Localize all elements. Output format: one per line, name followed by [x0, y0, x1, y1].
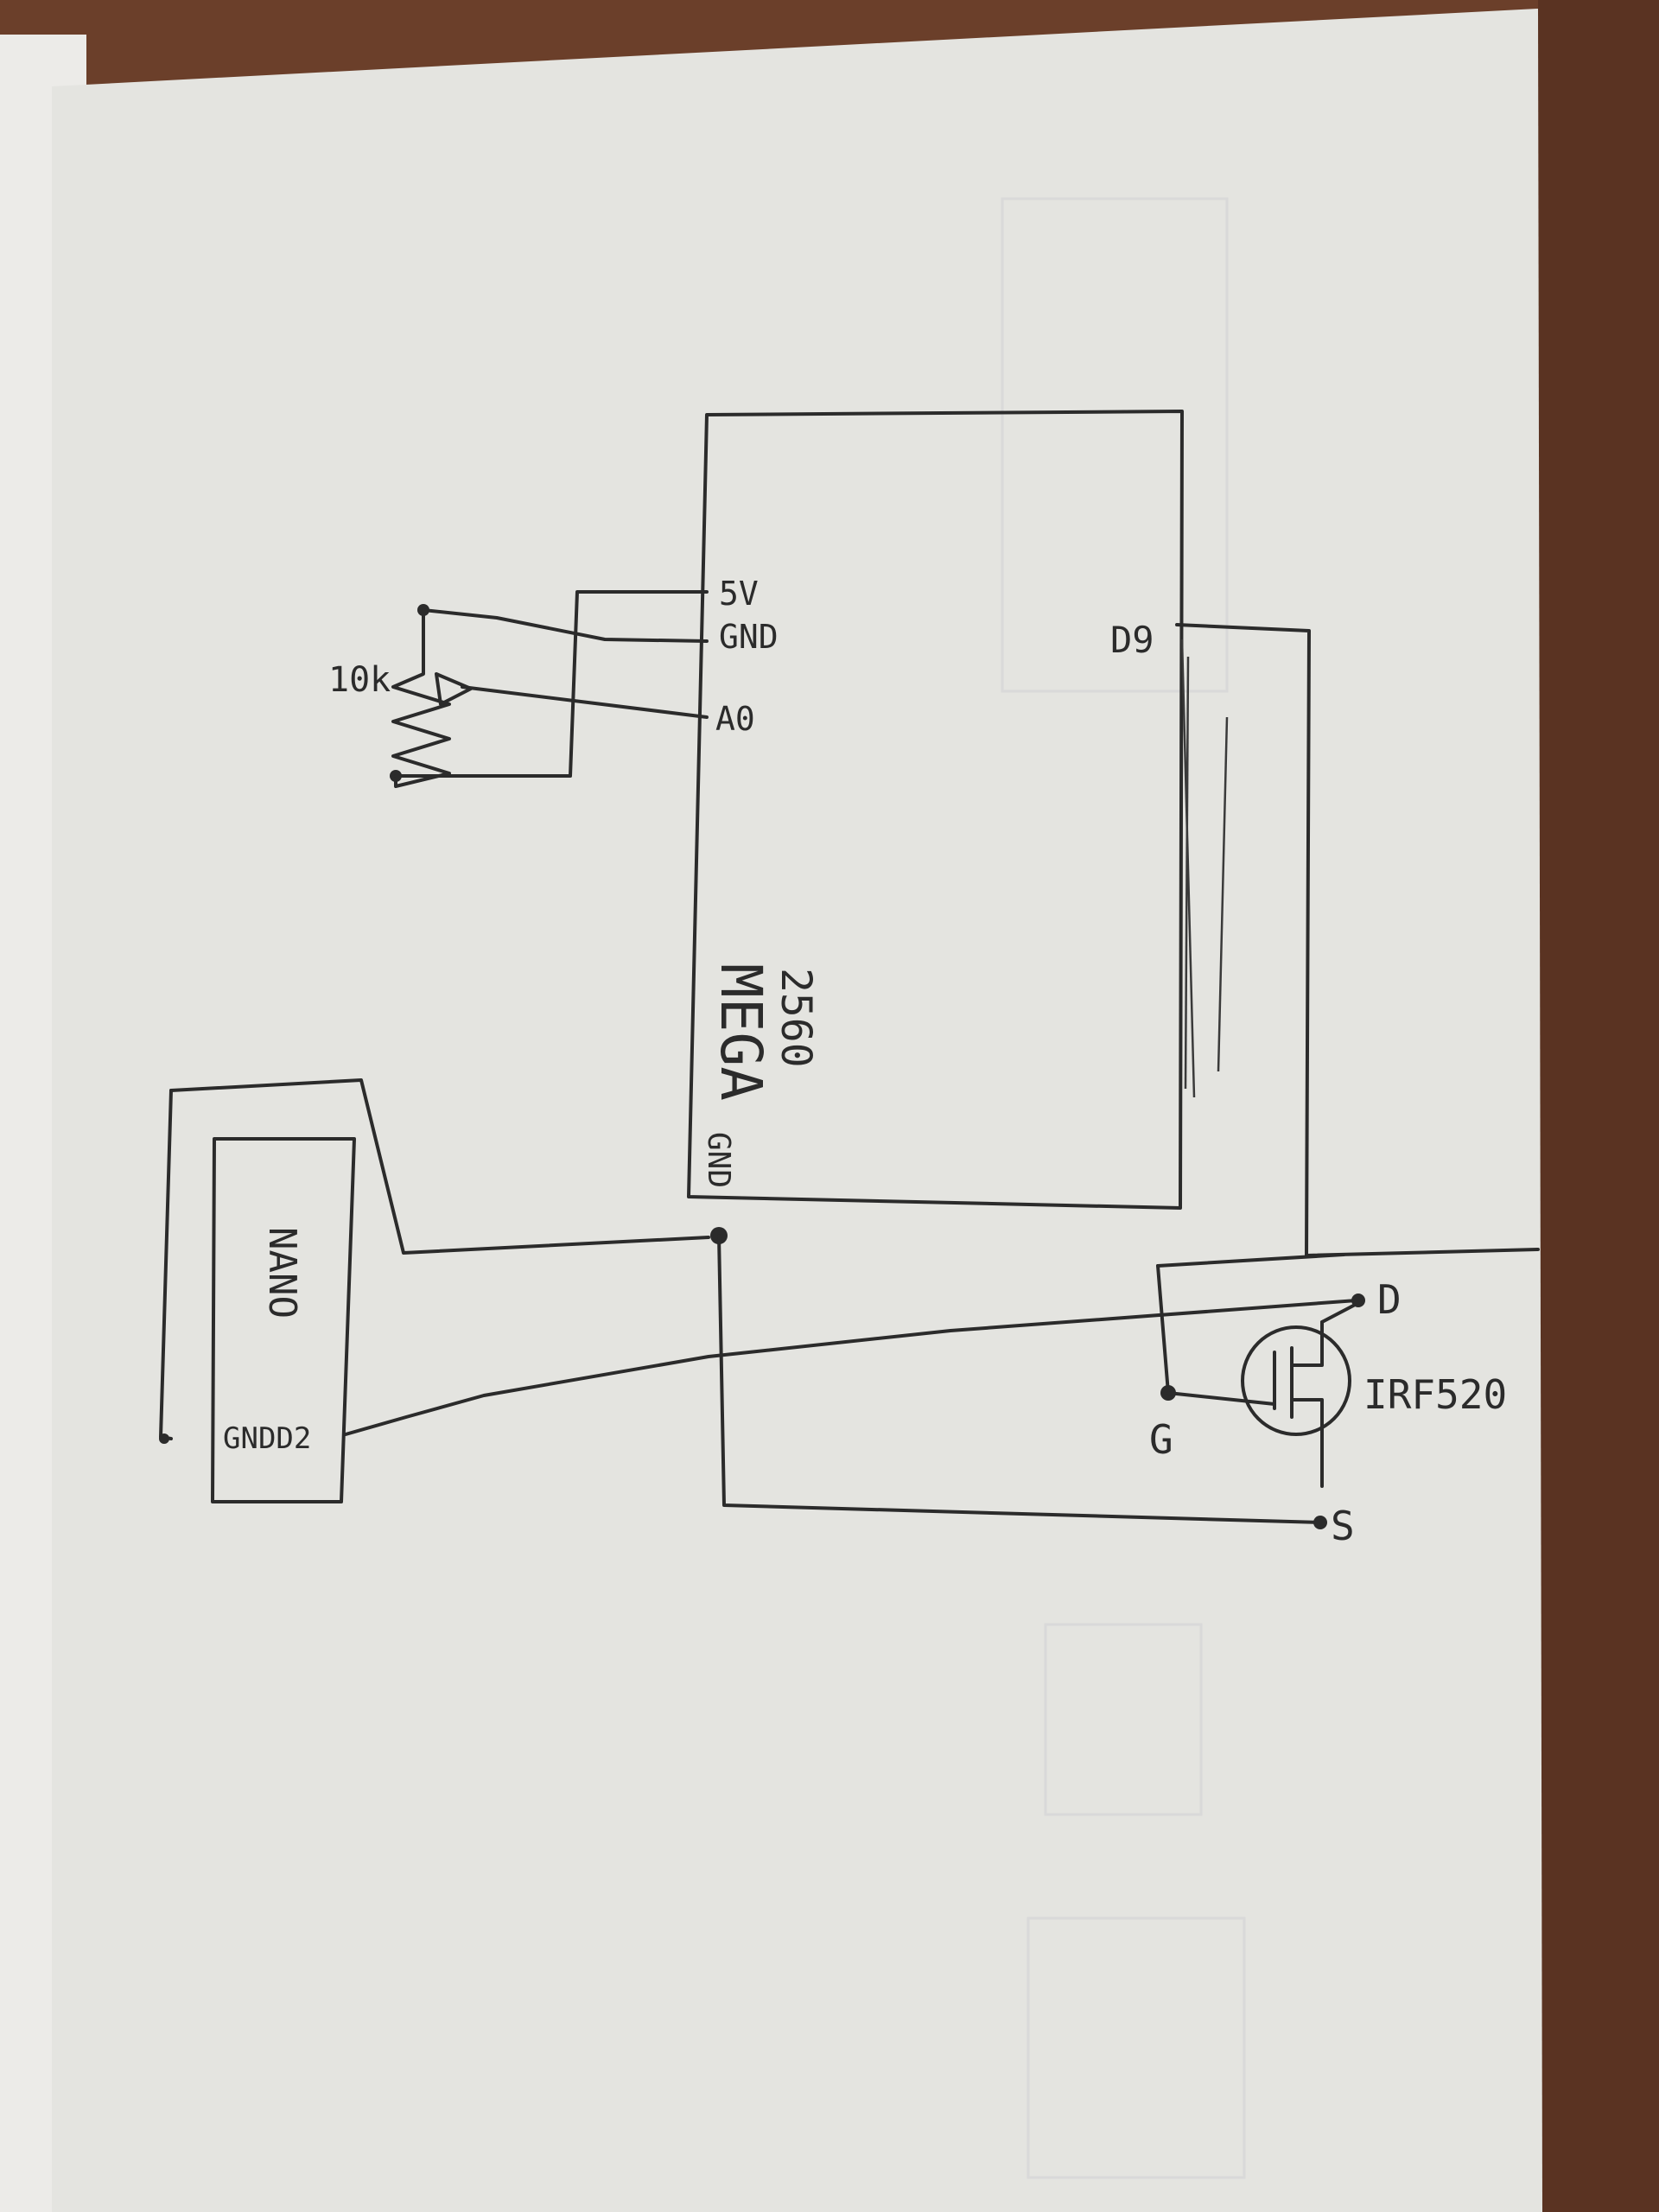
- mosfet-source-label: S: [1331, 1503, 1355, 1549]
- mosfet-body-outline: [1241, 1325, 1351, 1436]
- mega-model-label: 2560: [772, 968, 820, 1068]
- mega-name-label: MEGA: [708, 963, 774, 1101]
- pin-d9-label: D9: [1110, 619, 1154, 661]
- pot-value-label: 10k: [328, 660, 391, 700]
- nano-name-label: NANO: [260, 1227, 304, 1319]
- d9-wire: [1175, 623, 1540, 1257]
- desk-edge: [1538, 0, 1659, 2212]
- potentiometer: 10k: [328, 604, 473, 788]
- mosfet-drain-label: D: [1377, 1276, 1402, 1323]
- nano-pin-label: GNDD2: [223, 1421, 311, 1456]
- pin-gnd-top-label: GND: [719, 618, 779, 656]
- mega-board: 2560 MEGA 5V GND A0 GND D9: [687, 410, 1184, 1210]
- pin-gnd-bottom-label: GND: [701, 1132, 736, 1188]
- ground-junction: [344, 1227, 1358, 1524]
- show-through-marks: [1001, 197, 1246, 2179]
- pin-a0-label: A0: [715, 700, 755, 738]
- mosfet-part-label: IRF520: [1363, 1371, 1507, 1418]
- mosfet: D G S IRF520: [1149, 1253, 1507, 1549]
- paper-sheet: [52, 9, 1542, 2212]
- mosfet-gate-label: G: [1149, 1416, 1173, 1463]
- nano-board: NANO GNDD2: [159, 1078, 710, 1503]
- pot-wires: [394, 590, 709, 778]
- pin-5v-label: 5V: [719, 575, 759, 613]
